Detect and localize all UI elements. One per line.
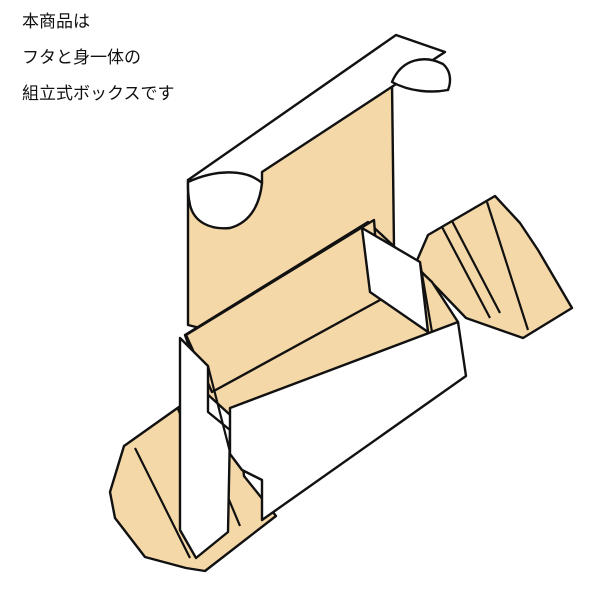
lid-tab-right <box>390 58 452 93</box>
caption-line-3: 組立式ボックスです <box>22 84 175 104</box>
left-end-wall <box>178 336 232 560</box>
right-end-wall <box>360 226 430 334</box>
right-flap-crease-3 <box>485 201 530 331</box>
right-flap-crease-2 <box>451 220 501 314</box>
right-corner-fold <box>418 261 434 333</box>
right-flap-crease-1 <box>441 226 491 319</box>
left-corner-fold <box>206 365 232 453</box>
caption-line-1: 本商品は <box>22 12 90 32</box>
caption-line-2: フタと身一体の <box>22 48 141 68</box>
front-wall <box>228 320 468 522</box>
product-description: 本商品は フタと身一体の 組立式ボックスです <box>22 4 175 112</box>
left-flap-crease-1 <box>134 447 191 559</box>
lid-tab-left <box>186 171 264 230</box>
